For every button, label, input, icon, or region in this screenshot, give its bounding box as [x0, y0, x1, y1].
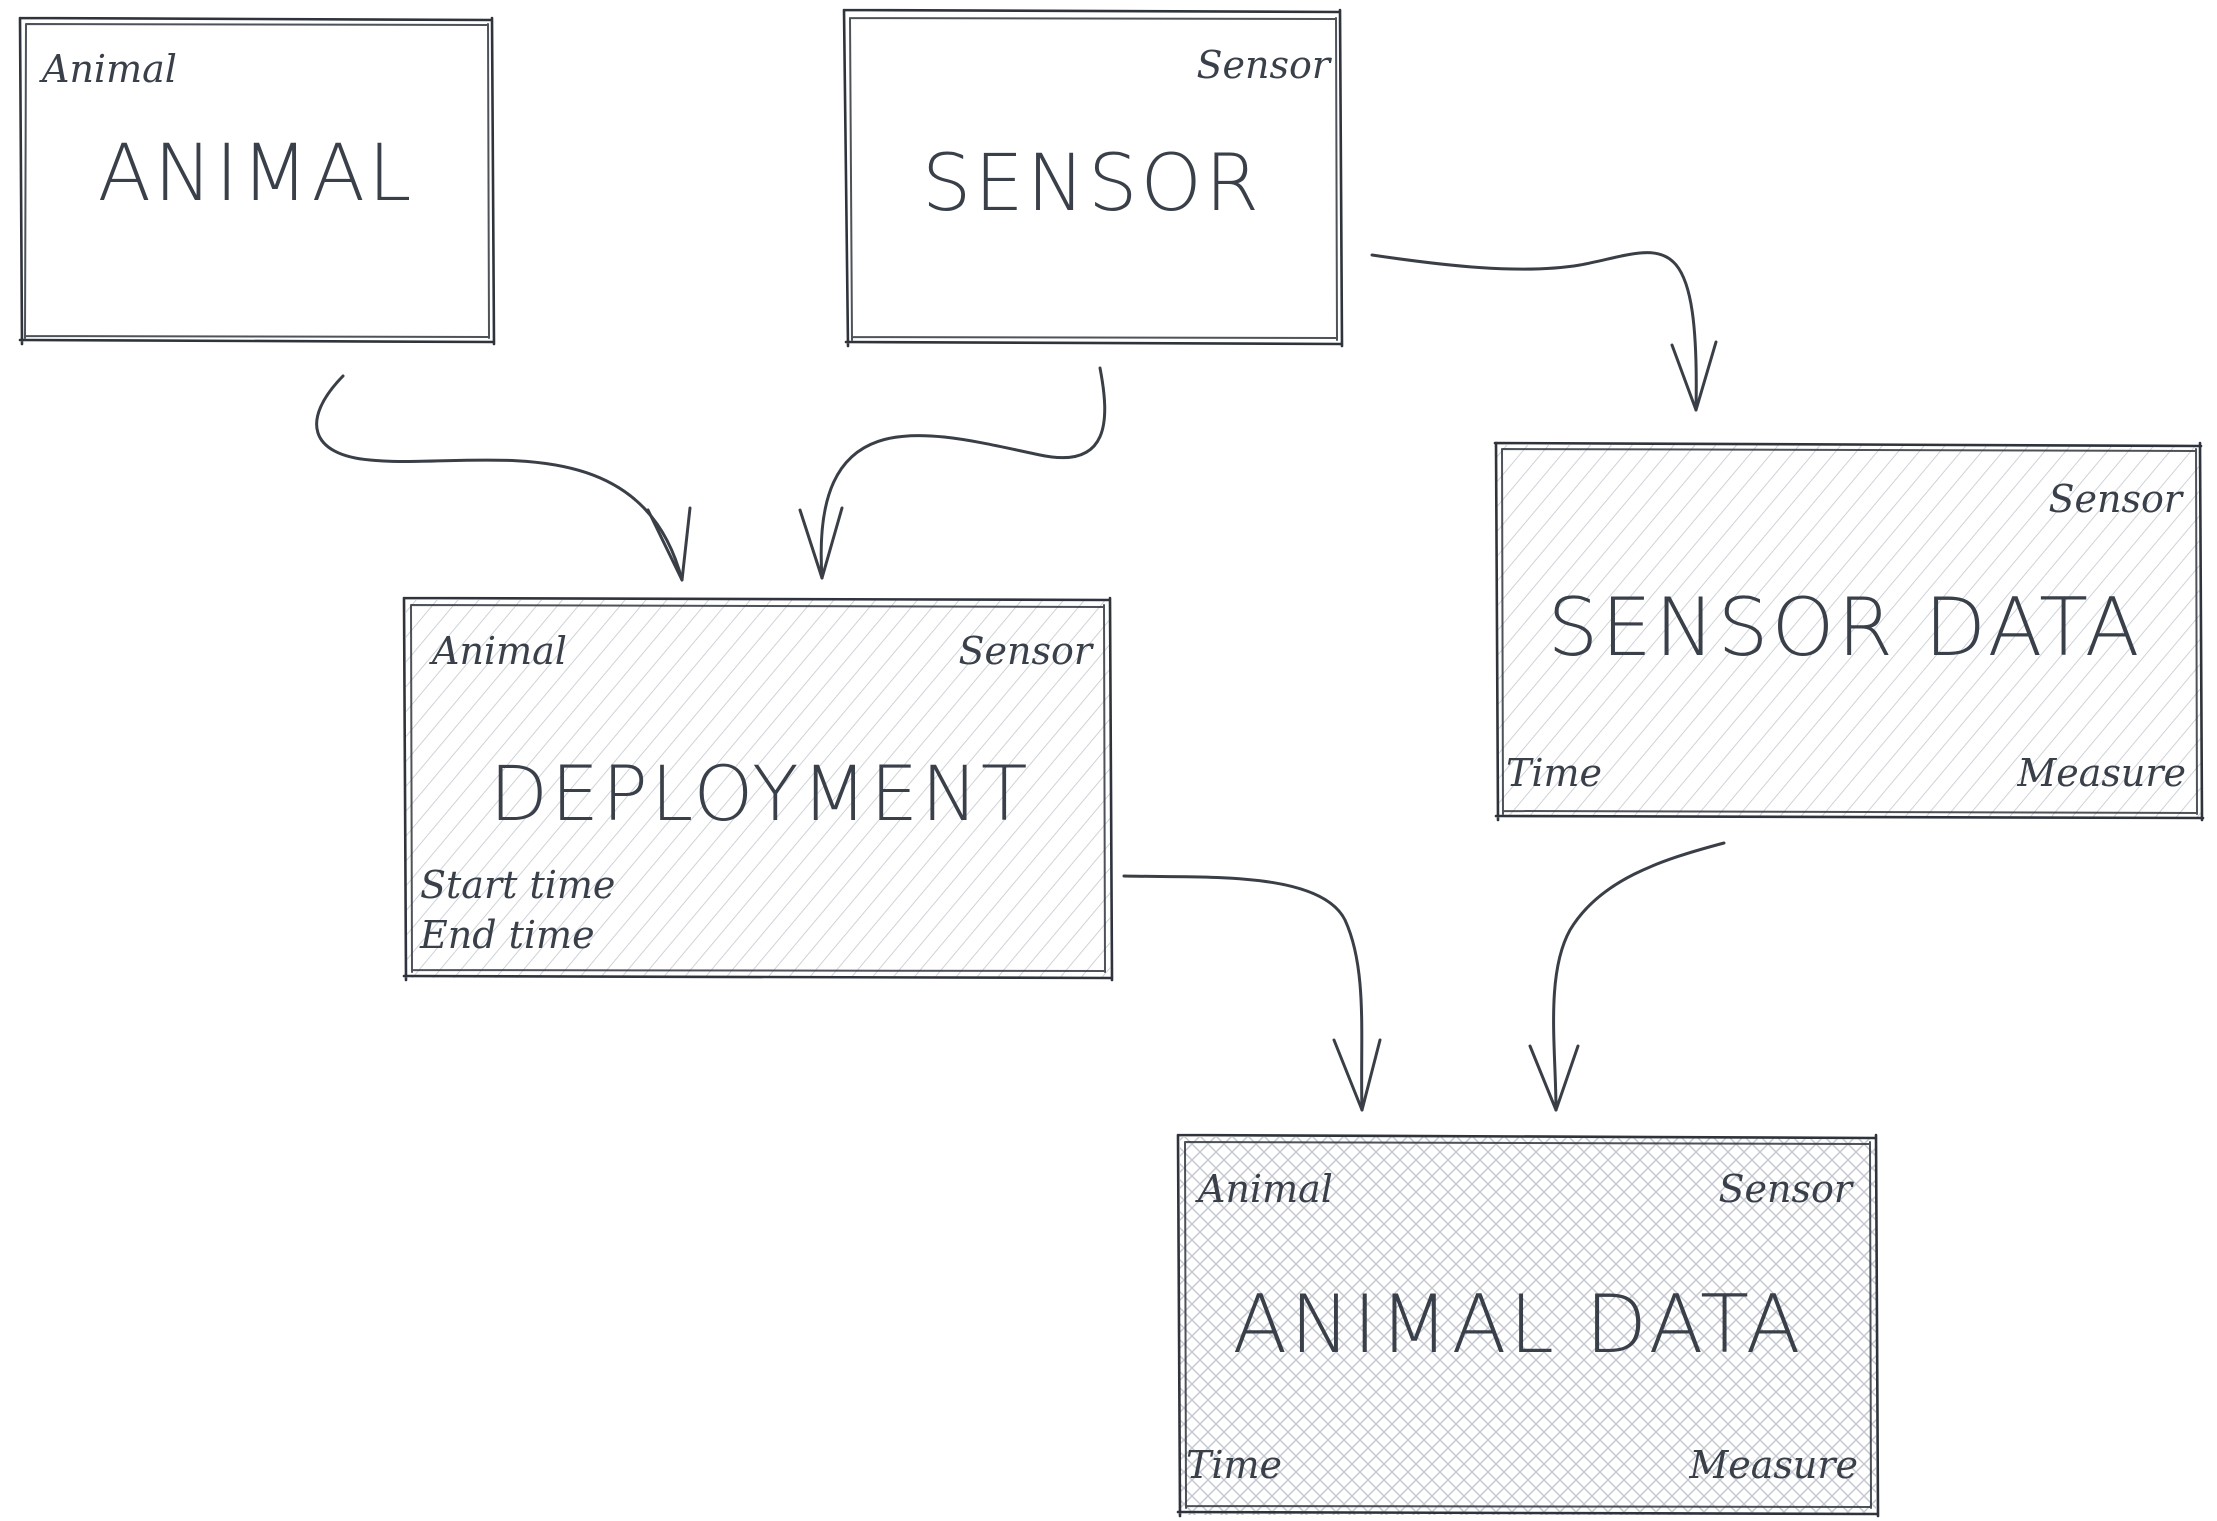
- edge-sensor-to-sensor-data: [1370, 251, 1718, 412]
- node-animal[interactable]: Animal ANIMAL: [18, 16, 496, 346]
- animal-data-tl-label: Animal: [1195, 1167, 1333, 1211]
- deployment-start-time-label: Start time: [420, 863, 615, 907]
- animal-data-bl-label: Time: [1186, 1443, 1282, 1487]
- animal-tl-label: Animal: [39, 47, 177, 91]
- animal-title: ANIMAL: [98, 129, 415, 219]
- deployment-end-time-label: End time: [419, 913, 595, 957]
- edge-animal-to-deployment: [315, 374, 692, 582]
- animal-data-br-label: Measure: [1688, 1443, 1858, 1487]
- sensor-tr-label: Sensor: [1196, 43, 1332, 87]
- sensor-data-tr-label: Sensor: [2048, 477, 2184, 521]
- animal-data-tr-label: Sensor: [1718, 1167, 1854, 1211]
- node-sensor[interactable]: Sensor SENSOR: [842, 8, 1344, 348]
- deployment-title: DEPLOYMENT: [490, 749, 1031, 838]
- edge-sensor-data-to-animal-data: [1528, 841, 1726, 1112]
- sensor-data-bl-label: Time: [1506, 751, 1602, 795]
- sensor-data-title: SENSOR DATA: [1547, 581, 2142, 674]
- node-animal-data[interactable]: Animal Sensor ANIMAL DATA Time Measure: [1176, 1133, 1880, 1518]
- animal-data-title: ANIMAL DATA: [1232, 1278, 1803, 1371]
- sensor-data-br-label: Measure: [2016, 751, 2186, 795]
- deployment-tr-label: Sensor: [958, 629, 1094, 673]
- sensor-title: SENSOR: [922, 139, 1262, 229]
- node-sensor-data[interactable]: Sensor SENSOR DATA Time Measure: [1493, 441, 2205, 822]
- deployment-tl-label: Animal: [429, 629, 567, 673]
- edge-sensor-to-deployment: [798, 366, 1107, 580]
- node-deployment[interactable]: Animal Sensor DEPLOYMENT Start time End …: [402, 596, 1114, 982]
- edge-deployment-to-animal-data: [1122, 874, 1382, 1112]
